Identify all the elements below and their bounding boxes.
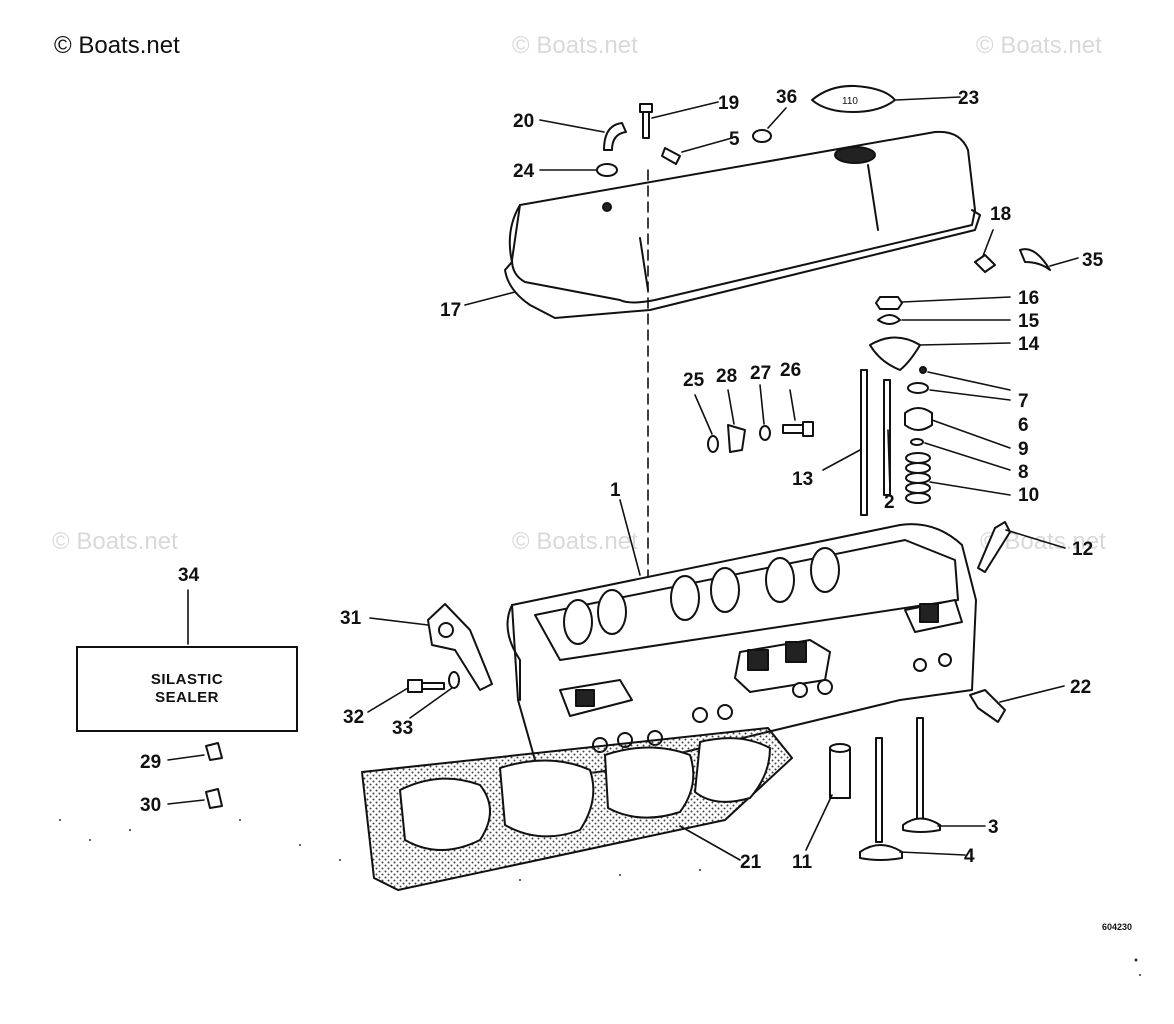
sealer-line-1: SILASTIC [150,671,224,688]
watermark: © Boats.net [512,32,638,59]
cap-marking: 110 [842,96,858,107]
copyright-text: © Boats.net [54,32,180,59]
exhaust-valve [902,717,941,833]
clip-28 [727,424,746,453]
callout-24: 24 [513,161,535,182]
callout-21: 21 [740,852,762,873]
rocker-stud [883,379,891,496]
callout-29: 29 [140,752,161,773]
valve-lock [919,366,927,374]
grommet-24 [596,163,618,177]
callout-1: 1 [610,480,621,501]
callout-33: 33 [392,718,413,739]
reference-code: 604230 [1102,922,1133,932]
clip [661,147,681,165]
callout-32: 32 [343,707,364,728]
callout-20: 20 [513,111,534,132]
callout-3: 3 [988,817,999,838]
callout-22: 22 [1070,677,1091,698]
rocker-cover [504,130,981,319]
callout-31: 31 [340,608,362,629]
callout-17: 17 [440,300,461,321]
filler-cap: 110 [811,84,896,113]
washer-27 [759,425,771,441]
callout-18: 18 [990,204,1011,225]
callout-13: 13 [792,469,813,490]
leader-lines [167,96,1079,861]
callout-10: 10 [1018,485,1039,506]
callout-7: 7 [1018,391,1029,412]
callout-23: 23 [958,88,979,109]
callout-25: 25 [683,370,705,391]
callout-27: 27 [750,363,771,384]
temp-sender [969,689,1006,723]
watermark: © Boats.net [976,32,1102,59]
callout-34: 34 [178,565,200,586]
sealer-line-2: SEALER [155,689,219,706]
callout-30: 30 [140,795,161,816]
callout-labels: 1 2 3 4 5 6 7 8 9 10 11 12 13 14 15 16 1… [140,87,1104,873]
bolt-26 [782,421,814,437]
callout-14: 14 [1018,334,1040,355]
washer-25 [707,435,719,453]
grommet [752,129,772,143]
callout-15: 15 [1018,311,1040,332]
scan-noise [59,819,1141,976]
callout-8: 8 [1018,462,1029,483]
push-rod [860,369,868,516]
callout-12: 12 [1072,539,1093,560]
callout-19: 19 [718,93,739,114]
breather-elbow [603,122,627,151]
clip-18 [974,254,996,273]
head-gasket [361,727,793,891]
oil-seal [910,438,924,446]
spring-retainer [907,382,929,394]
valve-shield [904,407,933,431]
callout-4: 4 [964,846,975,867]
callout-5: 5 [729,129,740,150]
clip-29 [205,742,223,761]
cover-bolt [639,103,653,139]
intake-valve [859,737,903,861]
silastic-sealer-box: SILASTIC SEALER [76,646,298,732]
valve-spring [905,452,931,504]
callout-6: 6 [1018,415,1029,436]
bracket-washer [448,671,460,689]
callout-16: 16 [1018,288,1039,309]
clip-30 [205,788,223,809]
clip-35 [1019,248,1051,271]
head-bolt [977,521,1011,573]
bracket-bolt [407,679,445,693]
callout-36: 36 [776,87,797,108]
watermark: © Boats.net [512,528,638,555]
callout-35: 35 [1082,250,1104,271]
cylinder-head [506,523,977,775]
ball [877,314,901,325]
rocker-arm [869,336,921,371]
nut [875,296,903,310]
lifting-bracket [427,603,493,691]
callout-28: 28 [716,366,737,387]
callout-2: 2 [884,492,895,513]
callout-9: 9 [1018,439,1029,460]
valve-lifter [829,743,851,799]
watermark: © Boats.net [52,528,178,555]
callout-11: 11 [792,852,813,873]
callout-26: 26 [780,360,801,381]
